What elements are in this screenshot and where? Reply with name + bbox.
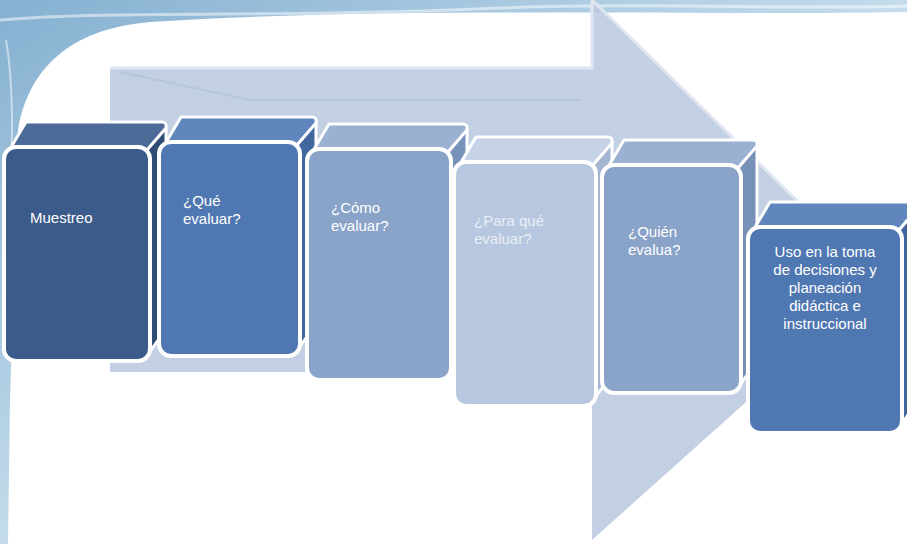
process-box: ¿Qué evaluar? [157,114,318,358]
process-box: Muestreo [2,119,168,363]
process-box: ¿Cómo evaluar? [305,121,469,382]
box-label: Muestreo [30,209,130,227]
process-box: Uso en la toma de decisiones y planeació… [746,199,907,435]
box-label: ¿Qué evaluar? [183,192,263,228]
box-label: ¿Quién evalua? [628,223,703,259]
process-box: ¿Quién evalua? [600,137,759,395]
box-label: Uso en la toma de decisiones y planeació… [770,243,880,333]
process-box: ¿Para qué evaluar? [452,134,614,408]
box-label: ¿Cómo evaluar? [331,199,411,235]
box-3d-shape [2,119,168,363]
box-label: ¿Para qué evaluar? [474,212,564,248]
box-3d-shape [600,137,759,395]
box-3d-shape [452,134,614,408]
box-3d-shape [157,114,318,358]
box-3d-shape [305,121,469,382]
